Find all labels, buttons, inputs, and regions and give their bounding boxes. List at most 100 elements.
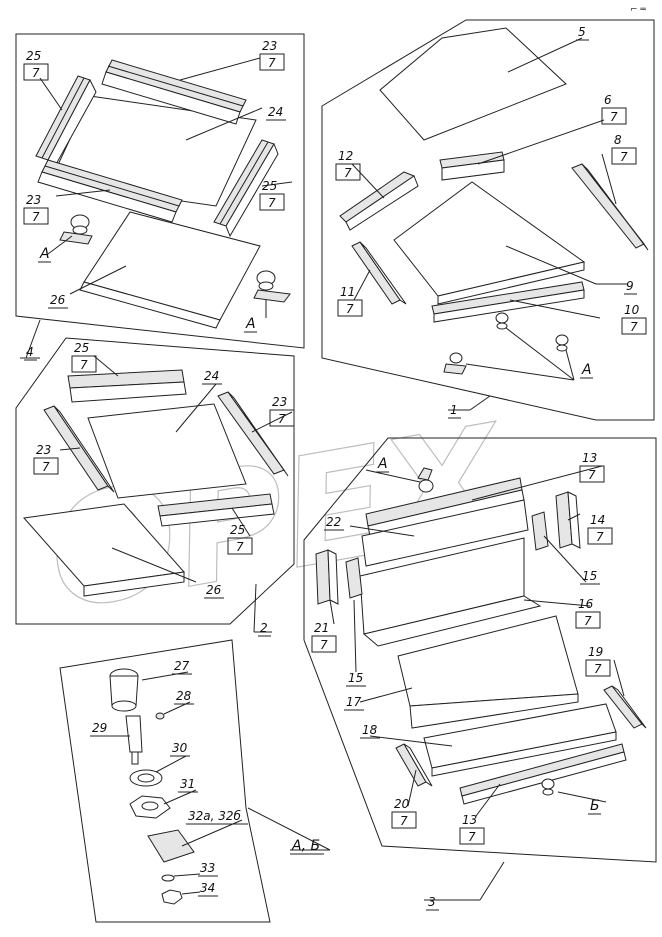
callout-sub-box [391,811,417,829]
callout-sub-number: 7 [610,110,618,124]
callout-number: 23 [36,443,51,457]
callout-c13a: 137 [579,451,605,483]
callout-sub-box [259,53,285,71]
callout-c16: 167 [575,597,601,629]
part-33-washer [161,874,175,882]
callout-cAb: А [244,316,257,333]
callout-number: 15 [348,671,363,685]
callout-c5: 5 [576,25,589,41]
callout-number: 8 [614,133,622,147]
corner-mark: ⌐ ═ [630,5,646,15]
part-28-pin [155,712,165,720]
part-30-washer [129,769,163,787]
callout-sub-box [575,611,601,629]
callout-sub-number: 7 [278,412,286,426]
part-34-nut [161,889,183,905]
callout-c28: 28 [174,689,194,705]
callout-c24a: 24 [266,105,286,121]
callout-sub-number: 7 [584,614,592,628]
callout-number: 25 [262,179,277,193]
callout-number: 23 [272,395,287,409]
callout-number: 22 [326,515,341,529]
callout-c31: 31 [178,777,198,793]
callout-sub-number: 7 [344,166,352,180]
latch-a-6 [417,467,434,493]
callout-sub-box [23,63,49,81]
callout-number: 19 [588,645,603,659]
callout-c25d: 257 [227,523,253,555]
callout-number: 24 [268,105,283,119]
callout-number: 30 [172,741,188,755]
part-23-bottom-rail [37,159,183,223]
latch-a-4 [555,334,569,352]
callout-cA3: А [376,456,389,473]
callout-sub-box [579,465,605,483]
callout-number: 23 [262,39,277,53]
callout-sub-number: 7 [588,468,596,482]
callout-sub-number: 7 [346,302,354,316]
callout-number: 17 [346,695,362,709]
callout-c27: 27 [172,659,192,675]
assembly-group-2 [15,337,295,633]
callout-c10: 107 [621,303,647,335]
part-6-bracket [439,151,505,181]
callout-number: А [245,316,256,332]
part-25b-top-rail [67,369,187,403]
part-15a-block [531,511,549,551]
callout-sub-box [587,527,613,545]
callout-sub-box [621,317,647,335]
callout-sub-number: 7 [80,358,88,372]
callout-sub-box [269,409,295,427]
callout-number: 14 [590,513,605,527]
callout-sub-number: 7 [594,662,602,676]
part-19-rail [603,685,647,729]
part-32-plate [147,829,195,863]
part-20-rail [395,743,433,787]
callout-number: 6 [604,93,612,107]
callout-number: 25 [230,523,245,537]
callout-c3: 3 [426,895,439,911]
callout-c33: 33 [198,861,218,877]
latch-b-1 [541,778,555,796]
callout-number: 5 [578,25,586,39]
callout-number: 25 [74,341,89,355]
callout-c1: 1 [448,403,461,419]
part-26-slab [79,211,261,329]
part-26b-slab [23,503,185,597]
callout-number: 29 [92,721,107,735]
callout-c22: 22 [324,515,344,531]
callout-number: 15 [582,569,597,583]
callout-c25c: 257 [71,341,97,373]
callout-number: 16 [578,597,594,611]
part-18-panel [423,703,617,777]
callout-number: 18 [362,723,378,737]
callout-c19: 197 [585,645,611,677]
callout-number: 23 [26,193,41,207]
callout-c15b: 15 [346,671,366,687]
callout-number: 12 [338,149,353,163]
part-31-nut [129,795,171,819]
callout-c34: 34 [198,881,218,897]
part-17-panel [397,615,579,729]
latch-detail-group [59,639,331,923]
callout-sub-number: 7 [320,638,328,652]
part-25c-bottom-rail [157,493,275,527]
callout-sub-box [259,193,285,211]
part-23d-right-rail [217,391,289,477]
part-5-panel [379,27,567,141]
callout-c25a: 257 [23,49,49,81]
callout-number: 10 [624,303,640,317]
callout-number: 3 [428,895,436,909]
callout-sub-box [311,635,337,653]
callout-number: Б [590,798,600,814]
callout-cA1: А [580,362,593,379]
callout-sub-number: 7 [268,196,276,210]
callout-c23b: 237 [23,193,49,225]
callout-number: 2 [260,621,268,635]
part-9-panel [393,181,586,305]
part-8-rail [571,163,649,251]
part-24b-panel [87,403,247,499]
part-23-top-rail [101,59,247,125]
part-27-housing [109,668,139,712]
